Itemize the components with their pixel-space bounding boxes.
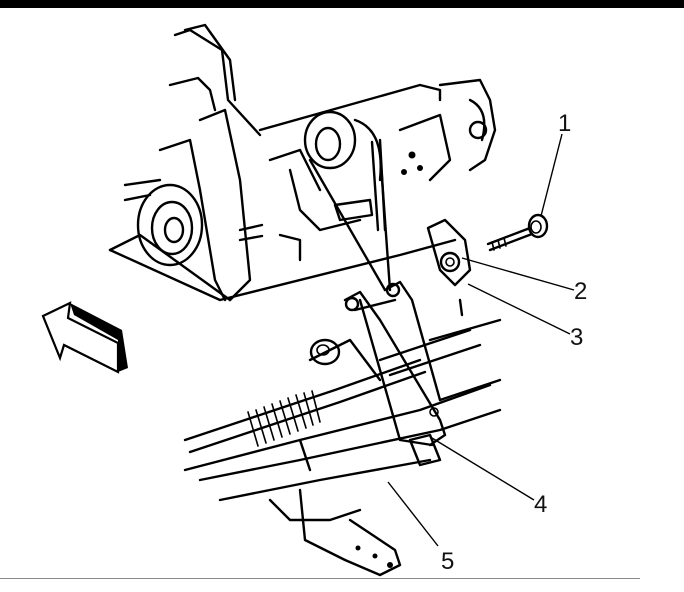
engine-mount: [426, 218, 472, 287]
callout-2: 2: [574, 278, 588, 305]
leader-lines: [387, 133, 575, 547]
steering-gear: [183, 328, 482, 454]
bottom-divider: [0, 578, 640, 579]
mount-bolt: [486, 213, 549, 252]
top-border-bar: [0, 0, 684, 8]
direction-arrow-icon: [41, 301, 128, 374]
mount-bracket: [308, 148, 447, 447]
crossmember: [183, 298, 502, 577]
callout-5: 5: [441, 548, 455, 575]
callout-4: 4: [534, 491, 548, 518]
callout-1: 1: [558, 110, 572, 137]
transmission-assembly: [108, 23, 497, 302]
callout-3: 3: [570, 324, 584, 351]
